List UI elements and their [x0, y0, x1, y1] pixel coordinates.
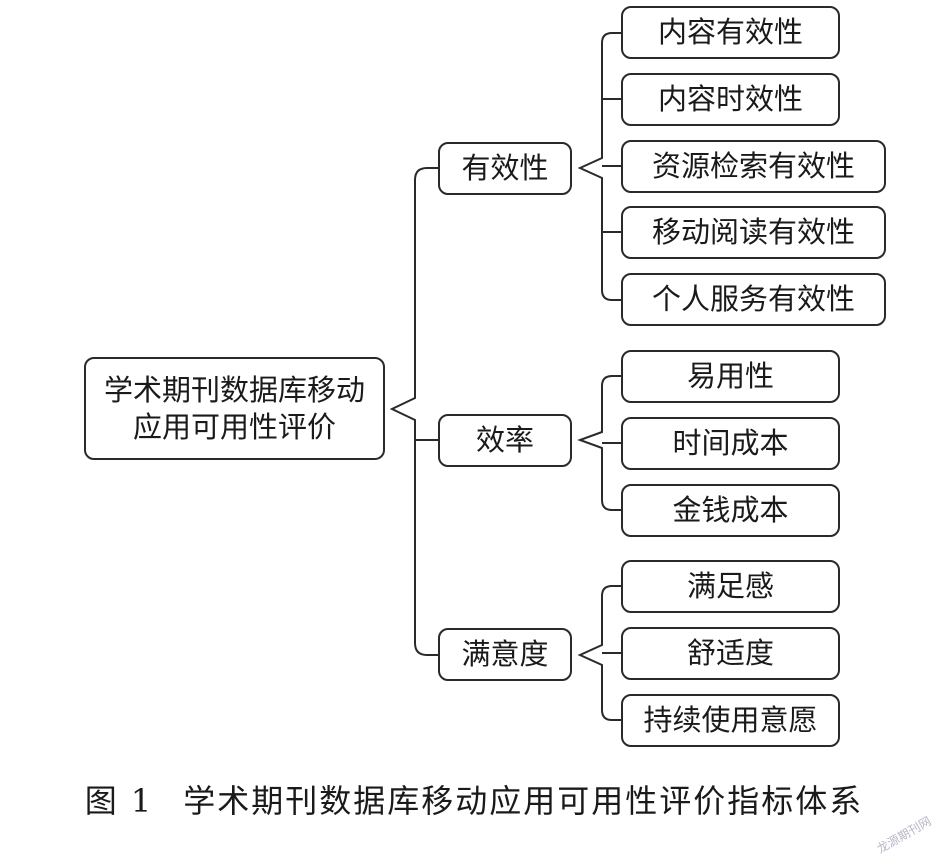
leaf-label: 内容时效性 [657, 82, 803, 117]
leaf-label: 移动阅读有效性 [651, 215, 855, 250]
leaf-node: 舒适度 [621, 627, 840, 680]
leaf-node: 时间成本 [621, 417, 840, 470]
leaf-node: 易用性 [621, 350, 840, 403]
figure-title: 学术期刊数据库移动应用可用性评价指标体系 [183, 782, 864, 820]
bracket-satisfaction [577, 585, 621, 721]
bracket-effectiveness [577, 32, 621, 301]
category-node-effectiveness: 有效性 [438, 142, 572, 195]
category-label: 效率 [475, 423, 534, 458]
category-label: 满意度 [461, 637, 549, 672]
leaf-label: 满足感 [686, 569, 774, 604]
leaf-label: 个人服务有效性 [651, 282, 855, 317]
leaf-node: 金钱成本 [621, 484, 840, 537]
leaf-node: 个人服务有效性 [621, 273, 886, 326]
leaf-label: 舒适度 [686, 636, 774, 671]
leaf-node: 内容时效性 [621, 73, 840, 126]
leaf-node: 内容有效性 [621, 6, 840, 59]
leaf-label: 易用性 [686, 359, 774, 394]
leaf-label: 时间成本 [672, 426, 789, 461]
root-label: 学术期刊数据库移动应用可用性评价 [103, 373, 365, 444]
category-label: 有效性 [461, 151, 549, 186]
leaf-node: 资源检索有效性 [621, 140, 886, 193]
root-bracket [389, 167, 438, 656]
leaf-label: 金钱成本 [672, 493, 789, 528]
leaf-node: 移动阅读有效性 [621, 206, 886, 259]
leaf-label: 资源检索有效性 [651, 149, 855, 184]
figure-number: 图 1 [84, 782, 154, 820]
leaf-label: 持续使用意愿 [643, 703, 818, 738]
category-node-efficiency: 效率 [438, 414, 572, 467]
figure-caption: 图 1 学术期刊数据库移动应用可用性评价指标体系 [0, 776, 948, 822]
leaf-label: 内容有效性 [657, 15, 803, 50]
category-node-satisfaction: 满意度 [438, 628, 572, 681]
leaf-node: 持续使用意愿 [621, 694, 840, 747]
bracket-efficiency [577, 375, 621, 511]
root-node: 学术期刊数据库移动应用可用性评价 [84, 357, 385, 460]
leaf-node: 满足感 [621, 560, 840, 613]
